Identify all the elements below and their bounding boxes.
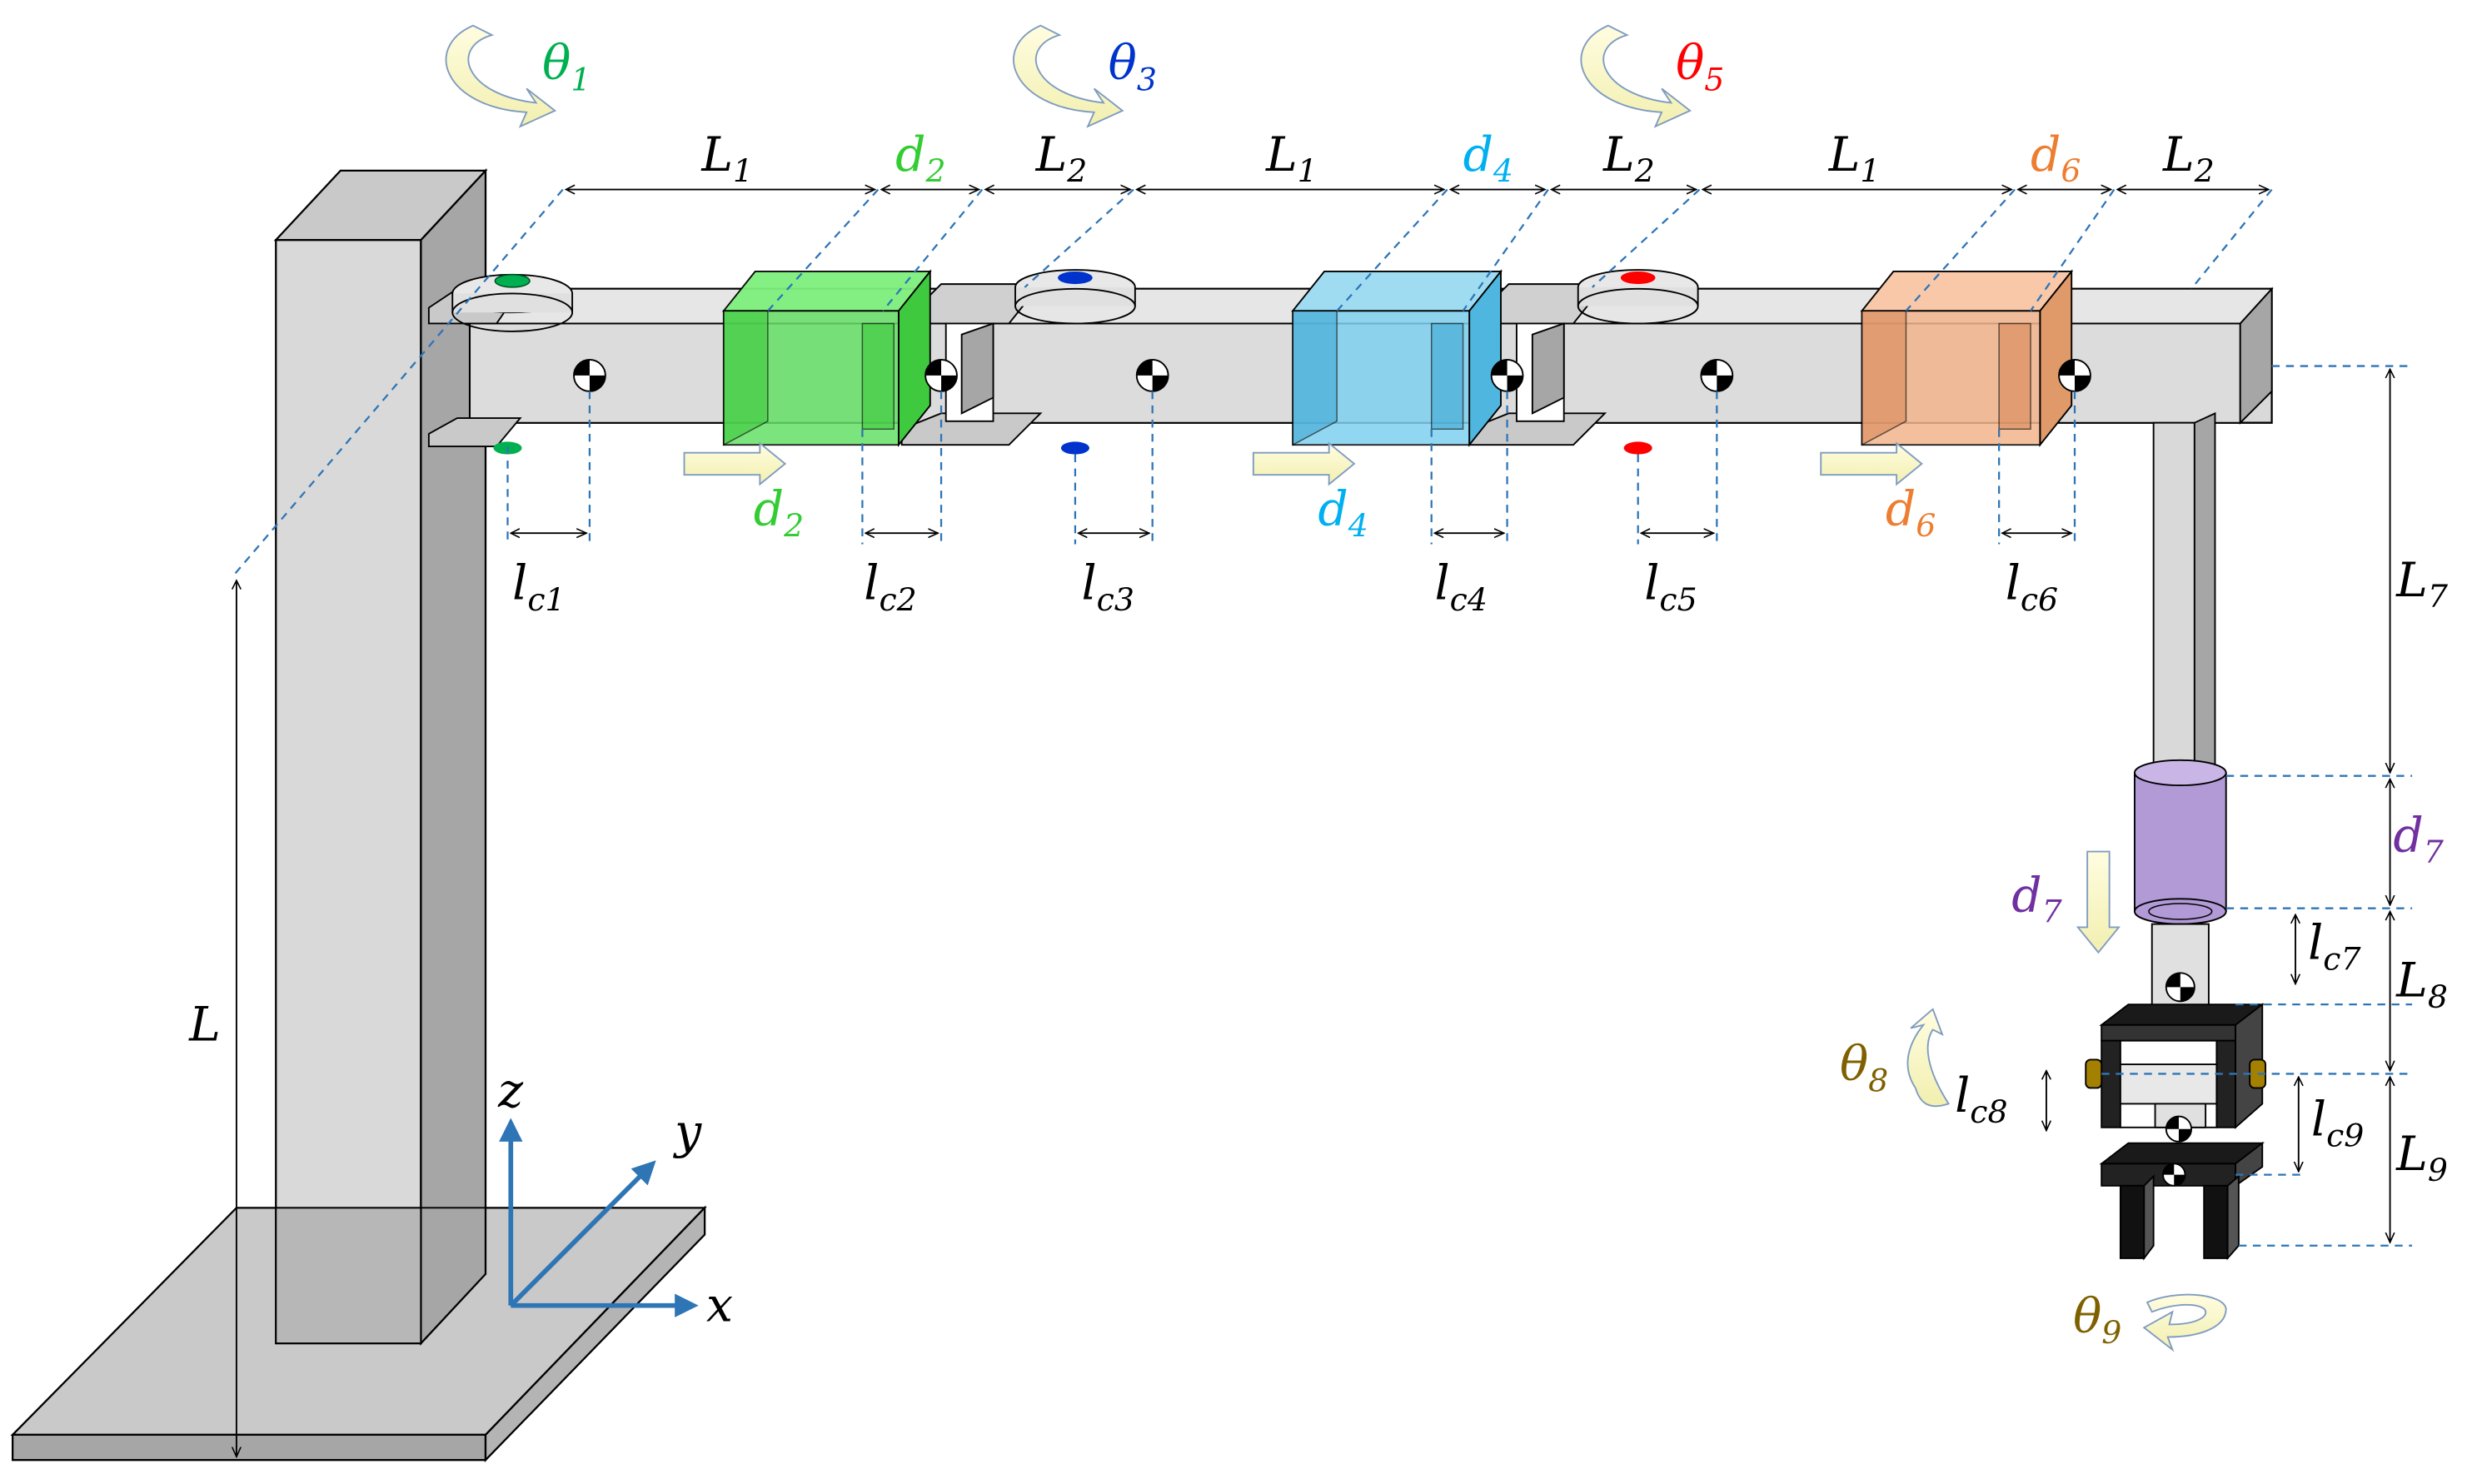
dimension-arrows (237, 190, 2390, 1457)
label-lc7: lc7 (2308, 915, 2361, 977)
rotation-arrow-theta1 (445, 24, 557, 128)
wrist-shaft (2151, 923, 2210, 1012)
label-theta8: θ8 (1840, 1037, 1888, 1098)
label-prismatic-d6: d6 (1886, 482, 1936, 544)
label-axis-z: z (497, 1063, 524, 1118)
rotation-arrow-theta5 (1580, 24, 1692, 128)
label-axis-x: x (706, 1278, 733, 1333)
label-top-d4: d4 (1463, 127, 1513, 189)
label-theta9: θ9 (2073, 1289, 2121, 1351)
rotation-arrow-theta3 (1013, 24, 1124, 128)
label-top-L2-a: L2 (1035, 127, 1088, 189)
label-lc4: lc4 (1435, 556, 1488, 618)
label-top-L2-b: L2 (1602, 127, 1655, 189)
label-prismatic-d7-left: d7 (2011, 868, 2062, 929)
y-axis (509, 1160, 656, 1307)
label-theta1: θ1 (542, 36, 591, 97)
coordinate-frame (499, 1118, 699, 1317)
label-top-d2: d2 (895, 127, 945, 189)
label-prismatic-d2: d2 (754, 482, 804, 544)
joint-3-bracket (900, 269, 1136, 455)
label-d7-right: d7 (2393, 809, 2444, 870)
wrist-joint-8 (2085, 1003, 2266, 1143)
label-lc3: lc3 (1082, 556, 1134, 618)
rotation-arrow-theta8 (1906, 1008, 1951, 1108)
label-theta3: θ3 (1109, 36, 1157, 97)
translation-arrows (683, 441, 2121, 954)
prismatic-block-d2 (721, 269, 932, 447)
label-L: L (188, 998, 221, 1053)
vertical-arm (2152, 411, 2216, 782)
label-lc2: lc2 (864, 556, 916, 618)
label-lc5: lc5 (1644, 556, 1697, 618)
label-L8: L8 (2395, 954, 2448, 1015)
label-top-L1-a: L1 (700, 127, 753, 189)
gripper (2099, 1141, 2265, 1261)
label-top-L1-c: L1 (1828, 127, 1881, 189)
com-markers-beam (573, 359, 2091, 392)
label-prismatic-d4: d4 (1318, 482, 1368, 544)
label-top-L2-c: L2 (2162, 127, 2215, 189)
reference-dashed-lines (232, 188, 2413, 1247)
rotation-arrow-theta9 (2142, 1293, 2227, 1352)
prismatic-block-d6 (1860, 269, 2074, 447)
prismatic-sleeve-d7 (2133, 759, 2227, 925)
column (273, 167, 488, 1347)
label-top-L1-b: L1 (1265, 127, 1318, 189)
label-lc9: lc9 (2311, 1092, 2364, 1153)
label-lc1: lc1 (512, 556, 565, 618)
label-axis-y: y (672, 1104, 702, 1159)
label-lc6: lc6 (2006, 556, 2058, 618)
label-theta5: θ5 (1676, 36, 1724, 97)
label-top-d6: d6 (2031, 127, 2081, 189)
label-lc8: lc8 (1955, 1068, 2007, 1130)
label-L7: L7 (2395, 553, 2449, 615)
prismatic-block-d4 (1291, 269, 1503, 447)
label-L9: L9 (2395, 1127, 2448, 1188)
